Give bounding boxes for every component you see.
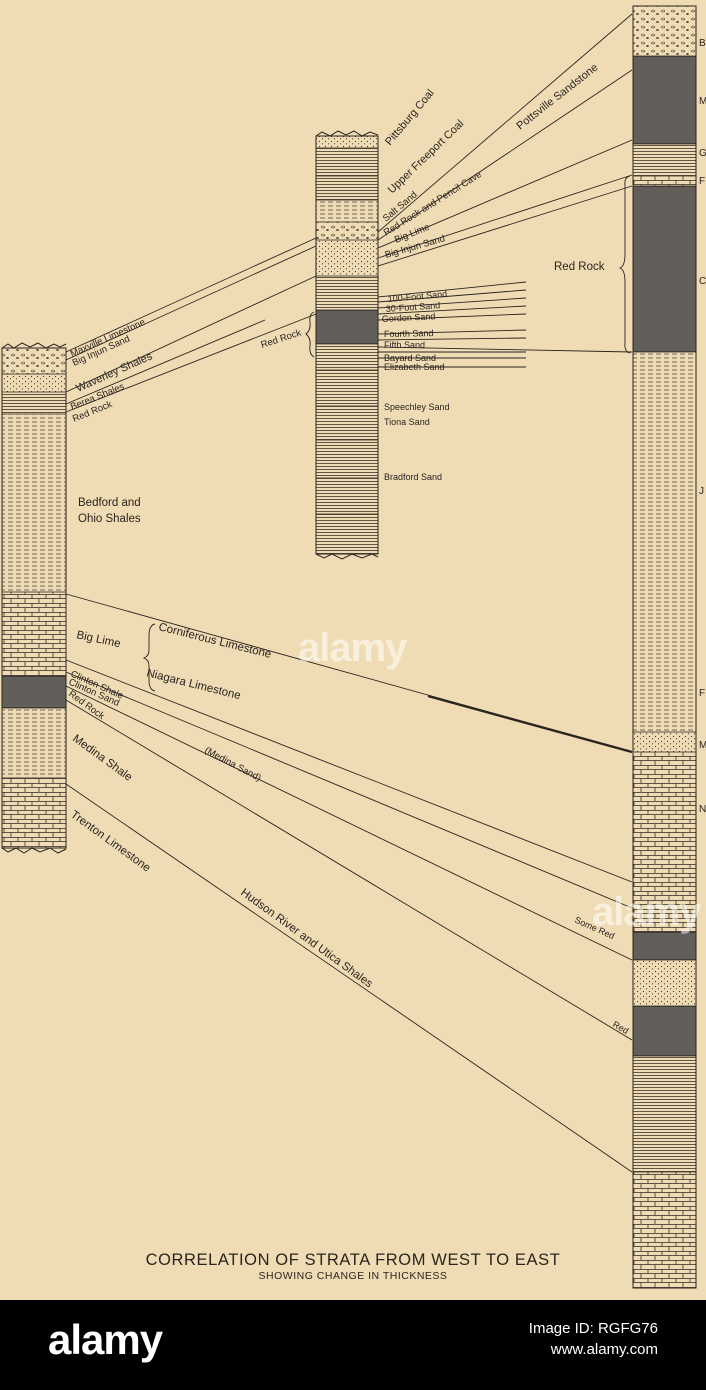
label-fourth: Fourth Sand [384, 328, 434, 339]
label-bedford-2: Ohio Shales [78, 513, 141, 525]
label-fifth: Fifth Sand [384, 340, 425, 350]
edge-letters: B M G F C J F M N [699, 38, 706, 815]
label-speechley: Speechley Sand [384, 402, 450, 412]
diagram-plate: Maxville Limestone Big Injun Sand Waverl… [0, 0, 706, 1300]
label-pottsville: Pottsville Sandstone [514, 62, 600, 133]
label-medina-sand: (Medina Sand) [203, 745, 263, 784]
edge-letter: G [699, 148, 706, 159]
label-red-rock-east: Red Rock [554, 261, 605, 273]
edge-letter: J [699, 486, 704, 497]
middle-column [306, 131, 378, 559]
label-elizabeth: Elizabeth Sand [384, 362, 445, 372]
footer-logo: alamy [48, 1316, 162, 1364]
edge-letter: M [699, 740, 706, 751]
east-column [620, 6, 696, 1288]
label-trenton: Trenton Limestone [68, 809, 152, 875]
label-red-rock-middle: Red Rock [260, 327, 303, 350]
label-pittsburg: Pittsburg Coal [383, 87, 437, 148]
label-bedford-1: Bedford and [78, 497, 141, 509]
label-tiona: Tiona Sand [384, 417, 430, 427]
edge-letter: F [699, 176, 705, 187]
footer-image-info: Image ID: RGFG76 www.alamy.com [529, 1318, 658, 1360]
watermark-text: alamy [592, 890, 700, 935]
label-big-lime-west: Big Lime [75, 629, 121, 650]
middle-labels: Pittsburg Coal Upper Freeport Coal Potts… [260, 62, 601, 482]
thick-correlation-line [428, 696, 632, 752]
image-id: Image ID: RGFG76 [529, 1318, 658, 1339]
watermark-text: alamy [298, 626, 406, 671]
edge-letter: F [699, 688, 705, 699]
edge-letter: M [699, 96, 706, 107]
edge-letter: B [699, 38, 706, 49]
big-lime-brace [144, 624, 155, 691]
label-medina-shale: Medina Shale [70, 733, 134, 784]
label-corniferous: Corniferous Limestone [157, 621, 272, 661]
label-bradford: Bradford Sand [384, 472, 442, 482]
caption-subtitle: SHOWING CHANGE IN THICKNESS [0, 1270, 706, 1282]
label-gordon: Gordon Sand [382, 311, 436, 324]
caption-title: CORRELATION OF STRATA FROM WEST TO EAST [0, 1251, 706, 1270]
west-column [2, 343, 66, 853]
edge-letter: N [699, 804, 706, 815]
footer-url: www.alamy.com [529, 1339, 658, 1360]
label-hudson: Hudson River and Utica Shales [238, 887, 375, 991]
edge-letter: C [699, 276, 706, 287]
